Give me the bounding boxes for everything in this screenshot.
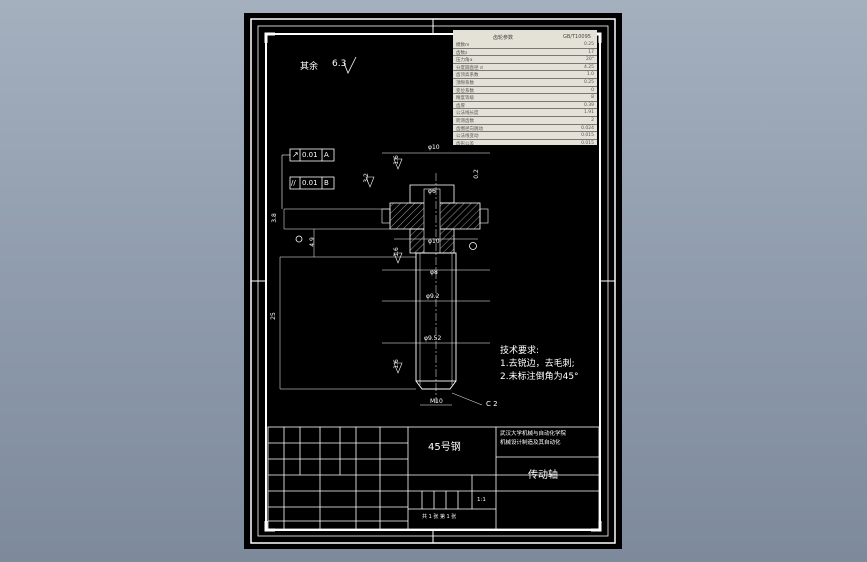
- title-block-grid: [267, 426, 600, 530]
- param-name: 精度等级: [456, 96, 474, 102]
- material-text: 45号钢: [428, 442, 461, 453]
- scale-text: 1:1: [477, 497, 486, 503]
- param-value: 4.25: [583, 64, 594, 70]
- param-name: 齿圈径向跳动: [456, 126, 483, 132]
- param-name: 模数m: [456, 43, 470, 48]
- param-value: 20°: [586, 57, 594, 63]
- dim-h-38: 3.8: [270, 213, 278, 223]
- param-row: 齿厚 0.39: [453, 102, 597, 110]
- param-row: 公法线变动 0.015: [453, 132, 597, 140]
- dim-h-49: 4.9: [308, 237, 316, 247]
- param-value: 0.25: [583, 42, 594, 47]
- dim-len-25: 25: [269, 312, 277, 320]
- runout-value: 0.01: [302, 151, 318, 159]
- parallel-datum: B: [324, 179, 329, 187]
- param-value: 0.25: [583, 79, 594, 85]
- param-value: 0.015: [581, 133, 594, 139]
- param-value: 2: [591, 117, 594, 123]
- runout-datum: A: [324, 151, 329, 159]
- param-name: 分度圆直径 d: [456, 65, 483, 71]
- tech-req-line1: 1.去锐边，去毛刺;: [500, 359, 575, 369]
- param-row: 齿形公差 0.015: [453, 140, 597, 145]
- param-name: 齿厚: [456, 103, 465, 109]
- drawing-canvas: [250, 18, 616, 544]
- dim-chamfer: C 2: [486, 400, 498, 408]
- dim-inner-dia: φ6: [428, 188, 436, 195]
- parallel-symbol: //: [291, 179, 296, 187]
- dim-d8: φ8: [430, 269, 438, 276]
- param-name: 顶隙系数: [456, 80, 474, 86]
- dim-d92: φ9.2: [426, 293, 440, 300]
- param-name: 变位系数: [456, 88, 474, 94]
- parallel-value: 0.01: [302, 179, 318, 187]
- param-row: 齿圈径向跳动 0.024: [453, 125, 597, 133]
- param-name: 压力角α: [456, 58, 473, 64]
- param-value: 0.024: [581, 125, 594, 131]
- surface-note: 其余: [300, 62, 319, 72]
- param-row: 跨测齿数 2: [453, 117, 597, 125]
- param-value: 0: [591, 87, 594, 93]
- param-value: 0.015: [581, 140, 594, 145]
- param-row: 顶隙系数 0.25: [453, 79, 597, 87]
- dim-w-02: 0.2: [472, 169, 480, 179]
- param-value: 8: [591, 95, 594, 101]
- runout-symbol: ↗: [292, 150, 299, 159]
- param-row: 模数m 0.25: [453, 41, 597, 49]
- dim-d952: φ9.52: [424, 335, 442, 342]
- param-name: 齿形公差: [456, 141, 474, 145]
- dim-rough-a: 1.6: [392, 155, 400, 165]
- param-name: 齿顶高系数: [456, 73, 479, 79]
- param-row: 压力角α 20°: [453, 56, 597, 64]
- dim-thread: M10: [430, 398, 443, 405]
- param-row: 精度等级 8: [453, 94, 597, 102]
- company-line-2: 机械设计制造及其自动化: [500, 440, 561, 446]
- company-line-1: 武汉大学机械与自动化学院: [500, 431, 567, 437]
- param-value: 0.39: [583, 102, 594, 108]
- param-row: 变位系数 0: [453, 87, 597, 95]
- param-name: 公法线变动: [456, 134, 479, 140]
- dim-rough-32: 3.2: [362, 173, 370, 183]
- tolerance-frame-2: [289, 176, 335, 190]
- param-value: 1.91: [583, 110, 594, 116]
- param-name: 公法线长度: [456, 111, 479, 117]
- param-row: 公法线长度 1.91: [453, 109, 597, 117]
- param-row: 分度圆直径 d 4.25: [453, 64, 597, 72]
- param-value: 17: [588, 49, 594, 55]
- param-value: 1.0: [586, 72, 594, 78]
- param-row: 齿数z 17: [453, 49, 597, 57]
- param-row: 齿顶高系数 1.0: [453, 71, 597, 79]
- dim-rough-b: 1.6: [392, 247, 400, 257]
- dim-mid-dia: φ10: [428, 238, 440, 245]
- part-name: 传动轴: [528, 470, 558, 481]
- sheet-info: 共 1 张 第 1 张: [422, 514, 457, 520]
- dim-rough-c: 1.6: [392, 359, 400, 369]
- tech-req-line2: 2.未标注倒角为45°: [500, 372, 579, 382]
- param-name: 齿数z: [456, 50, 468, 56]
- param-name: 跨测齿数: [456, 118, 474, 124]
- drawing-sheet: 其余 6.3 ↗ 0.01 A // 0.01 B φ10 φ6 φ10 φ8 …: [244, 13, 622, 549]
- dim-top-dia: φ10: [428, 144, 440, 151]
- surface-value: 6.3: [332, 59, 347, 69]
- tech-req-title: 技术要求:: [500, 346, 540, 356]
- param-table-standard: GB/T10095: [563, 34, 591, 40]
- param-table-title: 齿轮参数: [493, 35, 514, 41]
